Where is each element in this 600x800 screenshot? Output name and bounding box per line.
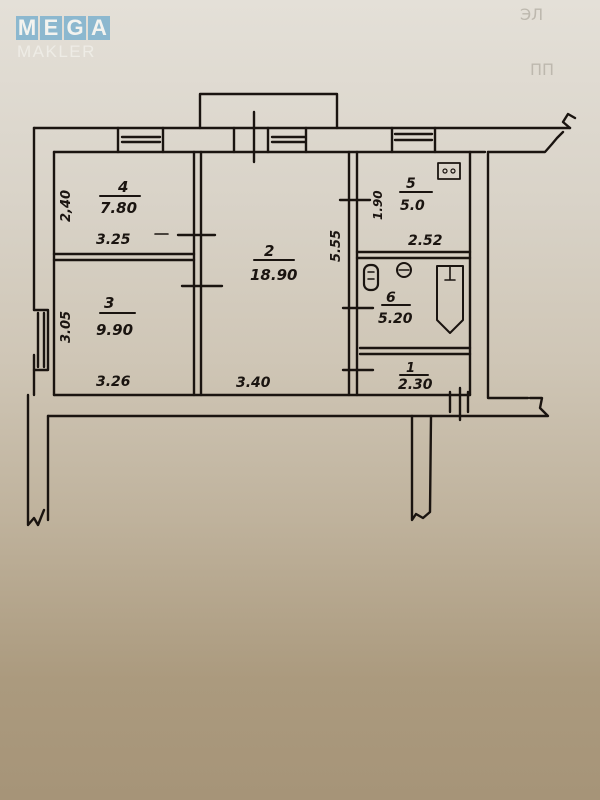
window-room4 bbox=[116, 126, 165, 154]
watermark-brand-top: M E G A bbox=[16, 16, 110, 40]
room-number: 5 bbox=[406, 176, 416, 192]
dimension-label: 3.26 bbox=[96, 374, 131, 390]
faint-text: ПП bbox=[530, 60, 554, 79]
dimension-label: 5.55 bbox=[329, 230, 344, 262]
watermark-letter: A bbox=[88, 16, 110, 40]
mega-makler-watermark: M E G A MAKLER bbox=[16, 16, 110, 62]
sink-icon bbox=[396, 262, 412, 278]
room-number: 1 bbox=[406, 361, 415, 376]
dimension-label: 1.90 bbox=[371, 190, 385, 220]
faint-text: ЭЛ bbox=[520, 5, 543, 24]
room-area: 5.20 bbox=[378, 311, 413, 327]
room-number: 3 bbox=[104, 294, 114, 312]
room-area: 2.30 bbox=[398, 377, 433, 393]
window-room3 bbox=[32, 308, 50, 372]
room-area: 5.0 bbox=[400, 198, 425, 214]
room-area: 18.90 bbox=[250, 266, 297, 284]
watermark-brand-bottom: MAKLER bbox=[17, 42, 96, 61]
dimension-label: 2,40 bbox=[59, 190, 74, 222]
window-room2 bbox=[232, 126, 308, 154]
watermark-letter: G bbox=[64, 16, 86, 40]
room-area: 7.80 bbox=[100, 199, 137, 217]
balcony bbox=[198, 92, 339, 130]
room-number: 6 bbox=[386, 290, 396, 306]
window-room5 bbox=[390, 126, 437, 154]
room-labels: 4 7.80 3.25 2,40 3 9.90 3.26 3.05 2 18.9… bbox=[59, 176, 443, 393]
room-number: 4 bbox=[117, 178, 128, 196]
dimension-label: 2.52 bbox=[408, 233, 443, 249]
room-area: 9.90 bbox=[96, 321, 133, 339]
bathtub-icon bbox=[436, 265, 464, 334]
dimension-label: 3.40 bbox=[236, 375, 271, 391]
interior-walls bbox=[52, 150, 472, 422]
dimension-label: 3.05 bbox=[59, 311, 74, 343]
watermark-letter: M bbox=[16, 15, 38, 40]
room-number: 2 bbox=[264, 242, 274, 260]
watermark-letter: E bbox=[40, 16, 62, 40]
stove-icon bbox=[437, 162, 461, 180]
exterior-walls bbox=[26, 112, 577, 527]
toilet-icon bbox=[362, 263, 380, 292]
dimension-label: 3.25 bbox=[96, 232, 131, 248]
